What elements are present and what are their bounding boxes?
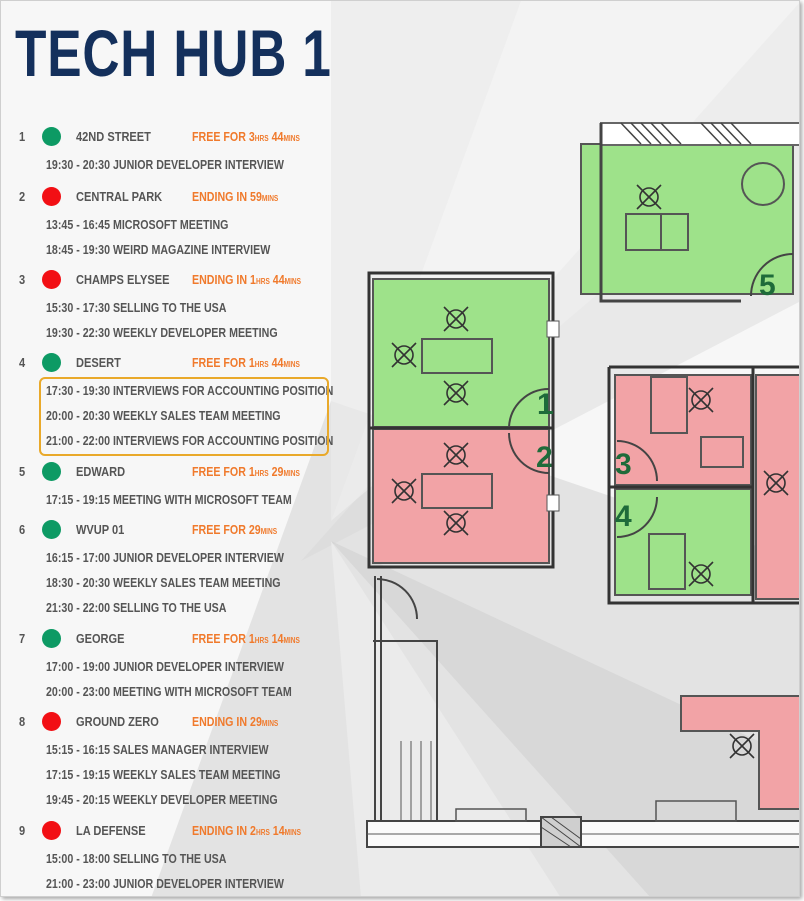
room-name: 42ND STREET — [76, 129, 151, 144]
floorplan-label-4: 4 — [615, 500, 632, 533]
meeting-item: 16:15 - 17:00 JUNIOR DEVELOPER INTERVIEW — [46, 550, 284, 565]
room-header: 1 42ND STREET FREE FOR 3HRS 44MINS — [1, 127, 361, 147]
meeting-item: 15:15 - 16:15 SALES MANAGER INTERVIEW — [46, 742, 269, 757]
floorplan-room-1[interactable] — [372, 278, 550, 428]
status-free-icon — [42, 353, 61, 372]
meeting-item: 19:30 - 22:30 WEEKLY DEVELOPER MEETING — [46, 325, 278, 340]
selected-room-highlight — [39, 377, 329, 456]
room-status-text: ENDING IN 2HRS 14MINS — [192, 823, 302, 838]
meeting-item: 21:00 - 22:00 INTERVIEWS FOR ACCOUNTING … — [46, 433, 334, 448]
floorplan-room-4[interactable] — [614, 488, 752, 596]
room-name: DESERT — [76, 355, 121, 370]
room-number: 8 — [19, 714, 26, 729]
room-number: 9 — [19, 823, 26, 838]
room-number: 2 — [19, 189, 26, 204]
status-free-icon — [42, 629, 61, 648]
room-status-text: FREE FOR 1HRS 44MINS — [192, 355, 300, 370]
meeting-item: 19:30 - 20:30 JUNIOR DEVELOPER INTERVIEW — [46, 157, 284, 172]
meeting-item: 20:00 - 23:00 MEETING WITH MICROSOFT TEA… — [46, 684, 292, 699]
meeting-item: 17:30 - 19:30 INTERVIEWS FOR ACCOUNTING … — [46, 383, 334, 398]
room-name: LA DEFENSE — [76, 823, 146, 838]
room-name: GROUND ZERO — [76, 714, 159, 729]
room-name: CENTRAL PARK — [76, 189, 163, 204]
room-number: 1 — [19, 129, 26, 144]
status-busy-icon — [42, 821, 61, 840]
status-busy-icon — [42, 187, 61, 206]
status-busy-icon — [42, 270, 61, 289]
meeting-item: 13:45 - 16:45 MICROSOFT MEETING — [46, 217, 229, 232]
floorplan-label-1: 1 — [537, 388, 554, 421]
room-name: EDWARD — [76, 464, 126, 479]
room-status-text: ENDING IN 59MINS — [192, 189, 279, 204]
status-free-icon — [42, 462, 61, 481]
meeting-item: 20:00 - 20:30 WEEKLY SALES TEAM MEETING — [46, 408, 281, 423]
room-header: 9 LA DEFENSE ENDING IN 2HRS 14MINS — [1, 821, 361, 841]
room-name: WVUP 01 — [76, 522, 125, 537]
floorplan-label-2: 2 — [536, 441, 553, 474]
room-header: 6 WVUP 01 FREE FOR 29MINS — [1, 520, 361, 540]
room-header: 7 GEORGE FREE FOR 1HRS 14MINS — [1, 629, 361, 649]
floorplan-label-3: 3 — [615, 448, 632, 481]
room-number: 7 — [19, 631, 26, 646]
status-free-icon — [42, 127, 61, 146]
room-header: 2 CENTRAL PARK ENDING IN 59MINS — [1, 187, 361, 207]
room-status-text: ENDING IN 29MINS — [192, 714, 279, 729]
meeting-item: 17:15 - 19:15 WEEKLY SALES TEAM MEETING — [46, 767, 281, 782]
room-number: 3 — [19, 272, 26, 287]
meeting-item: 15:00 - 18:00 SELLING TO THE USA — [46, 851, 227, 866]
meeting-item: 18:30 - 20:30 WEEKLY SALES TEAM MEETING — [46, 575, 281, 590]
room-status-text: FREE FOR 3HRS 44MINS — [192, 129, 300, 144]
meeting-item: 21:00 - 23:00 JUNIOR DEVELOPER INTERVIEW — [46, 876, 284, 891]
room-name: GEORGE — [76, 631, 125, 646]
room-header: 8 GROUND ZERO ENDING IN 29MINS — [1, 712, 361, 732]
floorplan-room-3[interactable] — [614, 374, 752, 486]
room-header: 5 EDWARD FREE FOR 1HRS 29MINS — [1, 462, 361, 482]
meeting-item: 19:45 - 20:15 WEEKLY DEVELOPER MEETING — [46, 792, 278, 807]
meeting-item: 15:30 - 17:30 SELLING TO THE USA — [46, 300, 227, 315]
room-name: CHAMPS ELYSEE — [76, 272, 170, 287]
status-free-icon — [42, 520, 61, 539]
meeting-item: 21:30 - 22:00 SELLING TO THE USA — [46, 600, 227, 615]
meeting-item: 18:45 - 19:30 WEIRD MAGAZINE INTERVIEW — [46, 242, 271, 257]
page-title: TECH HUB 1 — [15, 16, 332, 90]
room-number: 5 — [19, 464, 26, 479]
status-busy-icon — [42, 712, 61, 731]
room-status-text: ENDING IN 1HRS 44MINS — [192, 272, 302, 287]
meeting-item: 17:15 - 19:15 MEETING WITH MICROSOFT TEA… — [46, 492, 292, 507]
floorplan-room-2[interactable] — [372, 428, 550, 564]
room-number: 4 — [19, 355, 26, 370]
room-status-text: FREE FOR 29MINS — [192, 522, 278, 537]
room-header: 4 DESERT FREE FOR 1HRS 44MINS — [1, 353, 361, 373]
floorplan-label-5: 5 — [759, 269, 776, 302]
room-number: 6 — [19, 522, 26, 537]
meeting-item: 17:00 - 19:00 JUNIOR DEVELOPER INTERVIEW — [46, 659, 284, 674]
room-status-text: FREE FOR 1HRS 14MINS — [192, 631, 300, 646]
room-header: 3 CHAMPS ELYSEE ENDING IN 1HRS 44MINS — [1, 270, 361, 290]
room-status-text: FREE FOR 1HRS 29MINS — [192, 464, 300, 479]
